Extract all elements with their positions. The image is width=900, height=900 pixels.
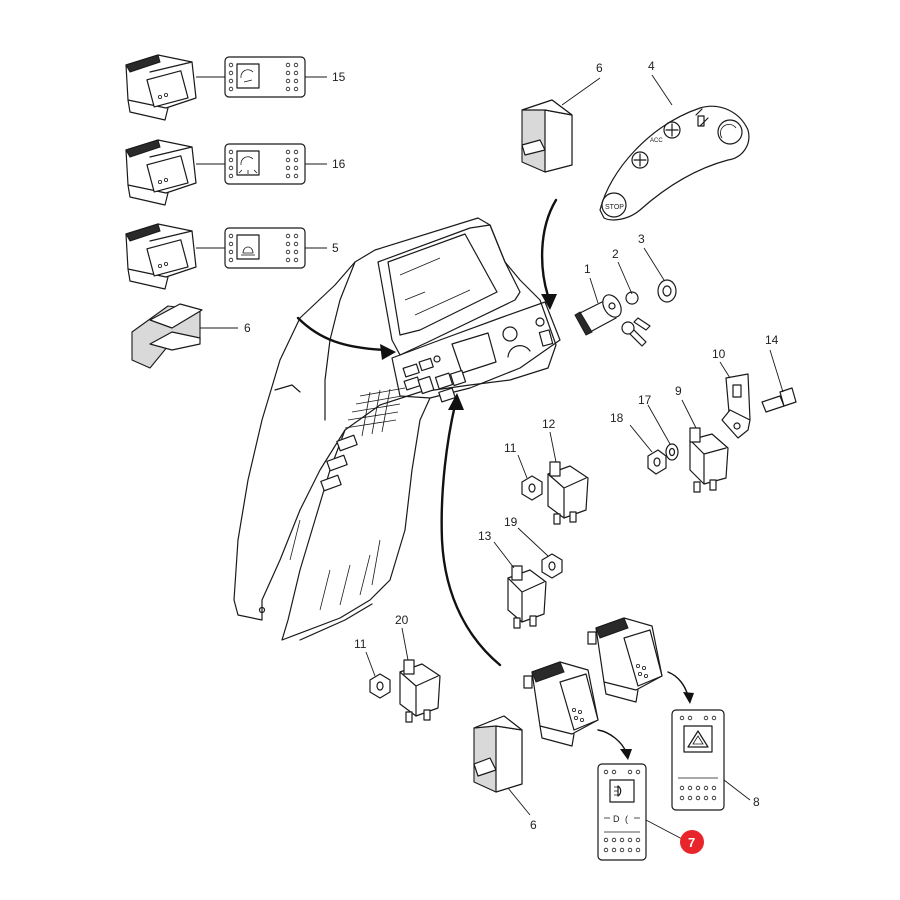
switch-lens-5: [224, 227, 306, 269]
nut-11-lower: [369, 673, 391, 699]
switch-lens-8: [671, 709, 725, 811]
plus-icon: [665, 123, 679, 137]
callout-9: 9: [675, 384, 682, 398]
rocker-switch-16: [125, 139, 197, 206]
callout-6-bottom: 6: [530, 818, 537, 832]
rocker-switch-lower-right: [587, 617, 663, 703]
callout-8: 8: [753, 795, 760, 809]
side-light-icon: D (: [604, 814, 640, 824]
callout-18: 18: [610, 411, 624, 425]
callout-12: 12: [542, 417, 556, 431]
headlight-icon: [614, 785, 622, 797]
callout-10: 10: [712, 347, 726, 361]
ignition-key: [621, 291, 651, 347]
relay-20: [399, 659, 441, 723]
rocker-switch-lower-left: [523, 661, 599, 747]
callout-17: 17: [638, 393, 652, 407]
rocker-switch-5: [125, 223, 197, 290]
nut-18: [647, 449, 667, 475]
callout-13: 13: [478, 529, 492, 543]
assembly-arrows: [296, 198, 694, 760]
dashboard-console: [233, 217, 561, 641]
relay-13: [507, 565, 547, 629]
callout-16: 16: [332, 157, 346, 171]
work-light-icon: [238, 169, 258, 174]
blanking-plug-6-left: [131, 303, 203, 369]
blanking-plug-6-top: [521, 99, 573, 173]
callout-20: 20: [395, 613, 409, 627]
glow-plug-icon: [695, 108, 709, 127]
relay-9: [689, 427, 729, 493]
key-switch-stop-label: STOP: [605, 204, 624, 211]
callout-3: 3: [638, 232, 645, 246]
callout-14: 14: [765, 333, 779, 347]
washer-17: [665, 443, 679, 461]
callout-11-upper: 11: [504, 441, 517, 455]
callout-5: 5: [332, 241, 339, 255]
callout-7: 7: [688, 835, 695, 850]
switch-lens-15: [224, 56, 306, 98]
nut-3: [657, 279, 677, 303]
svg-text:(: (: [625, 814, 628, 824]
bracket-10: [721, 373, 751, 439]
switch-lens-16: [224, 143, 306, 185]
callout-19: 19: [504, 515, 518, 529]
rotating-beacon-icon: [241, 246, 255, 256]
ignition-switch: [574, 294, 622, 336]
callout-4: 4: [648, 59, 655, 73]
blanking-plug-6-bottom: [473, 715, 523, 793]
relay-12: [547, 461, 589, 525]
callout-6-top: 6: [596, 61, 603, 75]
plus-icon: [633, 153, 647, 167]
callout-1: 1: [584, 262, 591, 276]
rocker-switch-15: [125, 54, 197, 121]
console-grille: [344, 387, 406, 437]
hazard-warning-icon: [687, 730, 709, 748]
svg-text:D: D: [613, 814, 620, 824]
headlight-icon: [243, 79, 253, 83]
callout-7-badge[interactable]: 7: [680, 830, 704, 854]
key-switch-panel: STOP ACC: [599, 105, 750, 221]
nut-11-upper: [521, 475, 543, 501]
switch-lens-7: D (: [597, 763, 647, 861]
callout-6-left: 6: [244, 321, 251, 335]
callout-11-lower: 11: [354, 637, 367, 651]
key-switch-acc-label: ACC: [650, 138, 663, 144]
callout-2: 2: [612, 247, 619, 261]
nut-19: [541, 553, 563, 579]
bolt-14: [761, 387, 797, 413]
callout-15: 15: [332, 70, 346, 84]
